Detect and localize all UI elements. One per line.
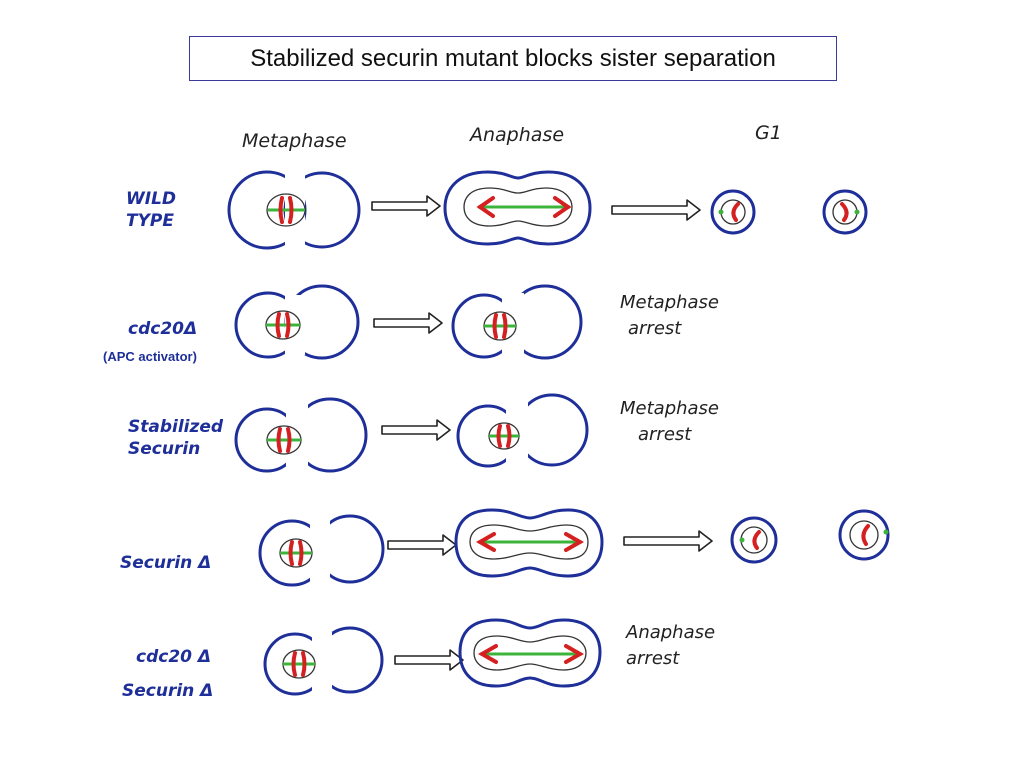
metaphase-nucleus [282,649,316,679]
row-label-wild-type-line2: TYPE [126,211,174,231]
row-sublabel-apc-activator: (APC activator) [103,349,197,364]
metaphase-cell [234,397,368,473]
wild-type-row [227,170,868,250]
anaphase-nucleus [469,524,589,560]
cdc20-row [234,284,583,360]
row-label-double-line1: cdc20 Δ [136,647,212,667]
arrow-icon [387,534,457,556]
arrested-cell [456,393,589,468]
row-label-cdc20: cdc20Δ [128,319,198,339]
metaphase-nucleus [265,310,301,340]
metaphase-cell [263,626,384,696]
anaphase-nucleus [463,187,573,227]
g1-cell-left [730,516,778,564]
row-label-double-line2: Securin Δ [122,681,214,701]
anaphase-cell [443,170,592,246]
outcome-double-line1: Anaphase [626,622,716,643]
arrow-icon [394,649,464,671]
outcome-cdc20-line2: arrest [628,318,682,339]
arrow-icon [373,312,443,334]
column-label-g1: G1 [755,122,782,144]
g1-cell-right [822,189,868,235]
arrow-icon [371,195,441,217]
metaphase-nucleus [266,193,306,227]
metaphase-nucleus [279,538,313,568]
arrow-icon [381,419,451,441]
anaphase-arrested-cell [458,618,602,688]
outcome-cdc20: Metaphase arrest [620,290,719,342]
outcome-stabilized: Metaphase arrest [620,396,719,448]
metaphase-cell [234,284,360,360]
arrow-icon [611,199,701,221]
g1-cell-right [838,509,890,561]
outcome-double: Anaphase arrest [626,620,715,672]
anaphase-cell [454,508,604,578]
row-label-wild-type-line1: WILD [126,189,177,209]
slide-title-text: Stabilized securin mutant blocks sister … [250,44,776,72]
metaphase-nucleus [266,425,302,455]
anaphase-arrested-nucleus [473,635,587,671]
column-label-anaphase: Anaphase [470,124,565,146]
stabilized-securin-row [234,393,589,473]
securin-deletion-row [258,508,890,587]
arrested-nucleus [488,422,520,450]
double-mutant-row [263,618,602,696]
metaphase-cell [258,514,385,587]
outcome-stabilized-line1: Metaphase [620,398,720,419]
slide-title: Stabilized securin mutant blocks sister … [189,36,837,81]
outcome-stabilized-line2: arrest [638,424,692,445]
row-label-double-mutant: cdc20 Δ Securin Δ [122,640,213,708]
row-label-stabilized-securin: Stabilized Securin [128,416,223,460]
row-label-stabilized-line2: Securin [128,439,201,459]
arrested-cell [451,284,583,360]
row-label-stabilized-line1: Stabilized [128,417,224,437]
row-label-securin-deletion: Securin Δ [120,553,212,573]
row-label-wild-type: WILD TYPE [126,188,176,232]
outcome-cdc20-line1: Metaphase [620,292,720,313]
outcome-double-line2: arrest [626,648,680,669]
column-label-metaphase: Metaphase [242,130,347,152]
arrested-nucleus [483,311,517,341]
g1-cell-left [710,189,756,235]
arrow-icon [623,530,713,552]
